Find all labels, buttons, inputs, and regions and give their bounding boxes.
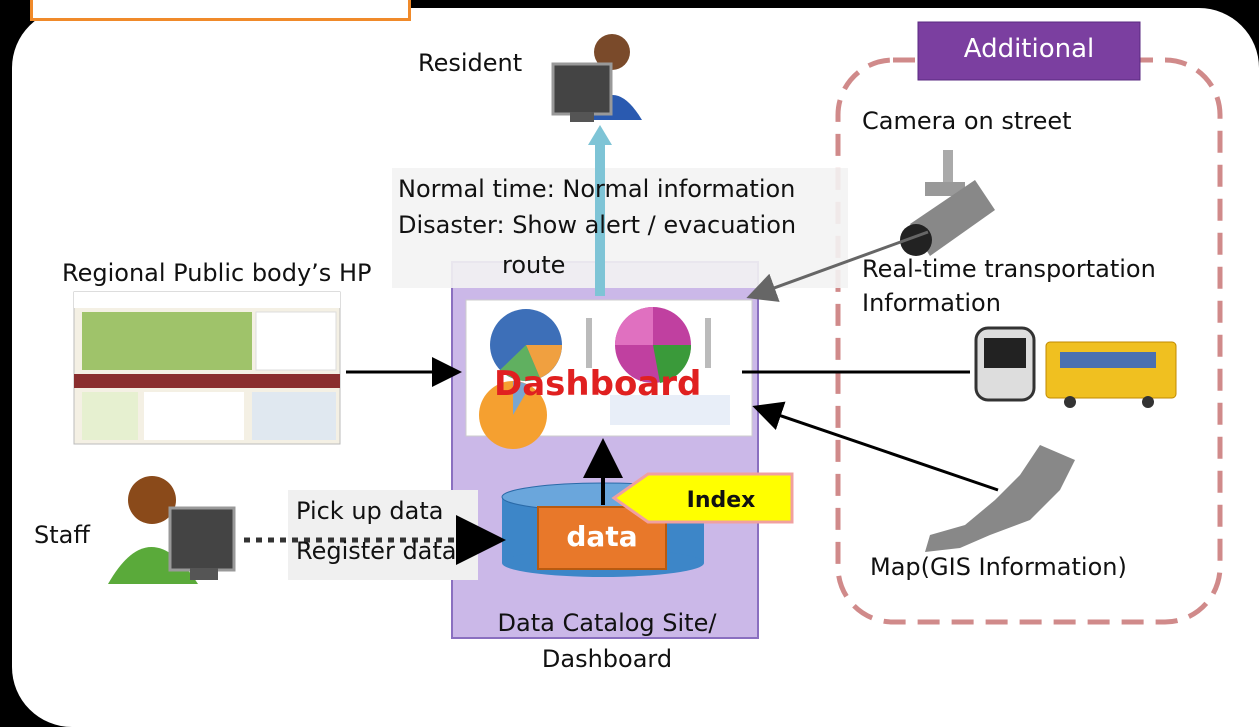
staff-note-background: [288, 490, 478, 580]
train-icons: [974, 326, 1177, 408]
catalog-label-line1: Data Catalog Site/: [497, 609, 717, 637]
disaster-label: Disaster: Show alert / evacuation: [398, 211, 797, 239]
japan-map: [925, 445, 1075, 552]
catalog-label-line2: Dashboard: [541, 645, 673, 673]
additional-badge: [917, 21, 1141, 81]
title-tab: [30, 0, 411, 21]
dashboard-label: Dashboard: [494, 364, 702, 404]
route-label: route: [502, 251, 566, 279]
realtime-label-line1: Real-time transportation: [862, 255, 1156, 283]
regional-hp-screenshot: [73, 291, 341, 445]
notes-background: [392, 168, 848, 288]
street-camera: [900, 150, 995, 256]
index-tag: [611, 472, 794, 524]
additional-badge-label: Additional: [963, 34, 1095, 64]
arrow-map-to-dashboard: [752, 401, 999, 492]
pick-up-label: Pick up data: [296, 497, 444, 525]
normal-time-label: Normal time: Normal information: [398, 175, 796, 203]
resident-figure: [551, 34, 642, 122]
dashboard-charts: [479, 307, 730, 449]
map-label: Map(GIS Information): [870, 553, 1127, 581]
staff-figure: [108, 476, 236, 584]
index-label: Index: [686, 488, 756, 513]
camera-label: Camera on street: [862, 107, 1072, 135]
realtime-label-line2: Information: [862, 289, 1001, 317]
data-label: data: [566, 520, 638, 553]
register-label: Register data: [296, 537, 457, 565]
arrow-camera-to-dashboard: [746, 230, 929, 302]
regional-hp-label: Regional Public body’s HP: [62, 259, 372, 287]
resident-label: Resident: [418, 49, 523, 77]
staff-label: Staff: [34, 521, 90, 549]
